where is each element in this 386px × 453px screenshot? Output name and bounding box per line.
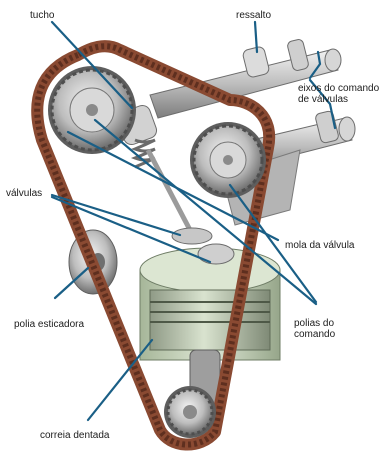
label-valvulas: válvulas xyxy=(6,188,42,199)
label-polia-esticadora: polia esticadora xyxy=(14,319,84,330)
label-tucho: tucho xyxy=(30,10,54,21)
label-correia-dentada: correia dentada xyxy=(40,430,110,441)
label-ressalto: ressalto xyxy=(236,10,271,21)
label-mola-valvula: mola da válvula xyxy=(285,240,354,251)
label-eixos-line1: eixos do comando xyxy=(298,83,379,94)
label-eixos-line2: de válvulas xyxy=(298,94,348,105)
label-polias-line2: comando xyxy=(294,329,335,340)
cam-pulley-lower xyxy=(190,122,266,198)
label-polias-line1: polias do xyxy=(294,318,334,329)
crank-pulley xyxy=(164,386,216,438)
cam-pulley-upper xyxy=(48,66,136,154)
